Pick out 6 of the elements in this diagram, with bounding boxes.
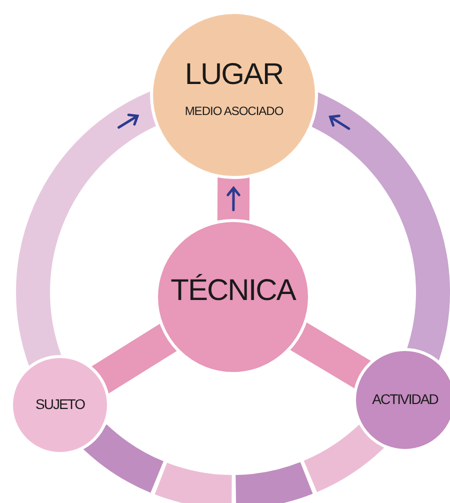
connector-band	[84, 422, 384, 503]
node-title: LUGAR	[184, 58, 284, 91]
node-subtitle: MEDIO ASOCIADO	[184, 104, 284, 118]
node-title: TÉCNICA	[170, 274, 296, 306]
node-title: SUJETO	[36, 397, 84, 413]
node-title: ACTIVIDAD	[372, 392, 438, 408]
